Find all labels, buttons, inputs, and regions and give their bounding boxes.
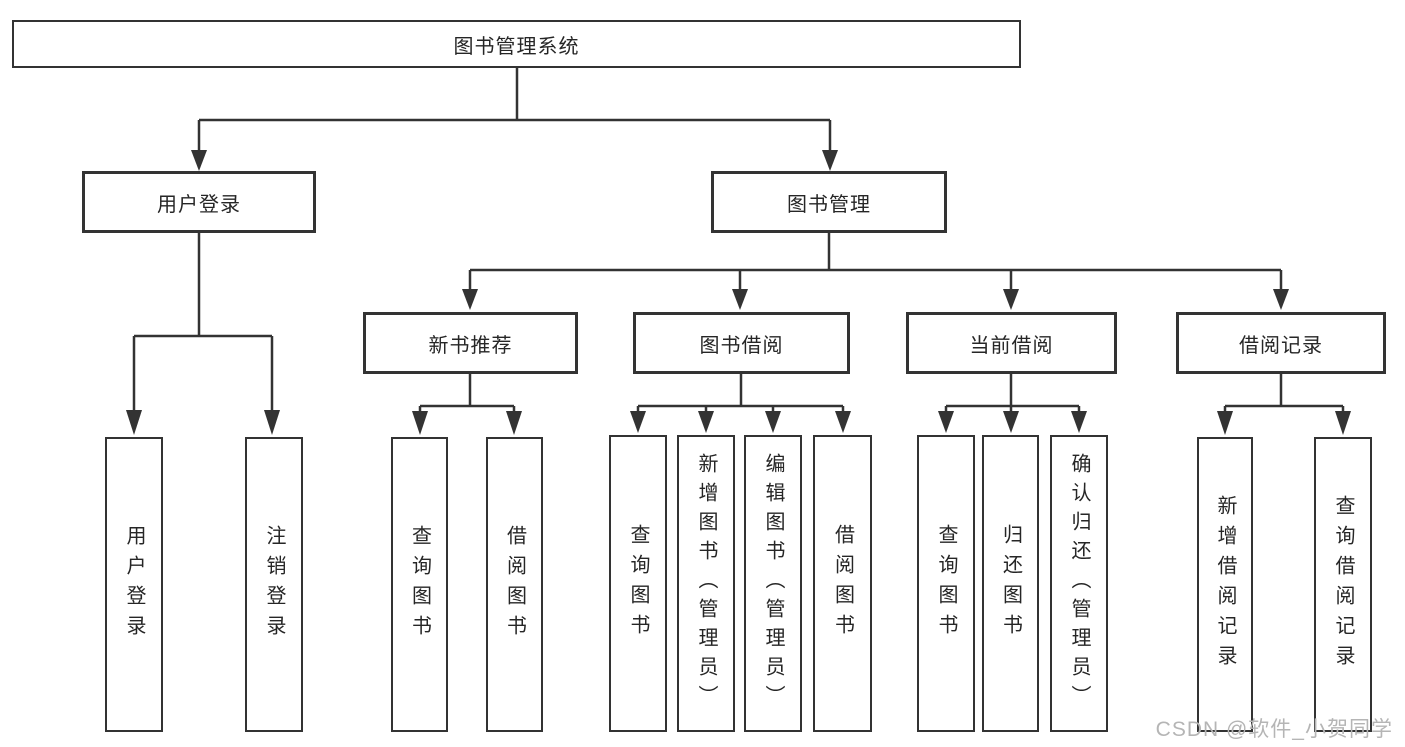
node-add-borrow-record: 新增借阅记录 — [1197, 437, 1253, 732]
node-label: 图书借阅 — [699, 334, 784, 357]
node-label: 编辑图书（管理员） — [762, 453, 784, 714]
node-current-borrowing: 当前借阅 — [906, 312, 1117, 374]
node-label: 图书管理系统 — [453, 35, 580, 58]
node-confirm-return-admin: 确认归还（管理员） — [1050, 435, 1108, 732]
node-label: 借阅图书 — [503, 524, 526, 645]
node-label: 用户登录 — [123, 524, 145, 645]
node-label: 新增借阅记录 — [1214, 494, 1236, 675]
node-return-books: 归还图书 — [982, 435, 1039, 732]
node-label: 借阅图书 — [831, 523, 854, 644]
node-label: 查询图书 — [627, 523, 649, 644]
watermark: CSDN @软件_小贺同学 — [1155, 718, 1393, 741]
node-borrow-books: 借阅图书 — [486, 437, 543, 732]
node-query-books: 查询图书 — [391, 437, 448, 732]
node-label: 查询借阅记录 — [1332, 494, 1354, 675]
node-query-books: 查询图书 — [609, 435, 667, 732]
node-query-books: 查询图书 — [917, 435, 975, 732]
node-book-borrowing: 图书借阅 — [633, 312, 850, 374]
node-label: 当前借阅 — [969, 334, 1054, 357]
node-label: 用户登录 — [157, 193, 241, 216]
node-edit-books-admin: 编辑图书（管理员） — [744, 435, 802, 732]
node-label: 确认归还（管理员） — [1068, 453, 1090, 714]
node-borrowing-records: 借阅记录 — [1176, 312, 1386, 374]
node-book-management: 图书管理 — [711, 171, 947, 233]
node-user-login: 用户登录 — [82, 171, 316, 233]
node-label: 新书推荐 — [428, 334, 513, 357]
node-label: 借阅记录 — [1239, 334, 1323, 357]
node-label: 新增图书（管理员） — [695, 453, 717, 714]
node-label: 查询图书 — [935, 523, 957, 644]
node-query-borrow-record: 查询借阅记录 — [1314, 437, 1372, 732]
node-borrow-books: 借阅图书 — [813, 435, 872, 732]
node-new-book-recommendation: 新书推荐 — [363, 312, 578, 374]
node-library-management-system: 图书管理系统 — [12, 20, 1021, 68]
node-logout: 注销登录 — [245, 437, 303, 732]
node-label: 注销登录 — [263, 524, 285, 645]
arrowheads — [126, 150, 1351, 435]
node-label: 查询图书 — [408, 524, 431, 645]
node-user-login-leaf: 用户登录 — [105, 437, 163, 732]
node-add-books-admin: 新增图书（管理员） — [677, 435, 735, 732]
node-label: 归还图书 — [999, 523, 1022, 644]
node-label: 图书管理 — [787, 193, 871, 216]
